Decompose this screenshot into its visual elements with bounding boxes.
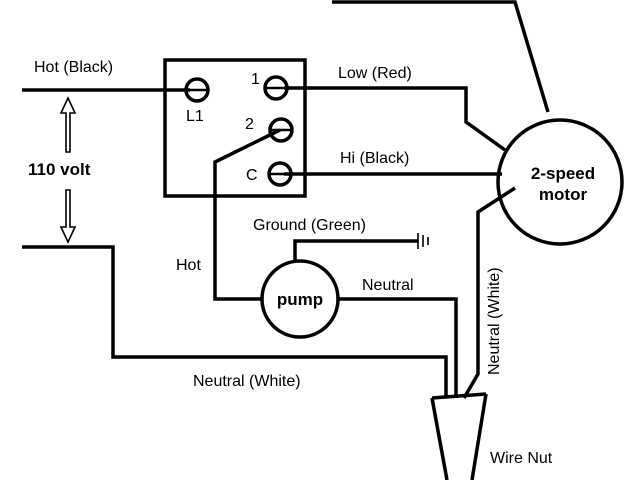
wire-neutral-white-supply xyxy=(22,245,448,398)
label-neutral: Neutral xyxy=(362,277,414,294)
label-pump: pump xyxy=(277,290,323,309)
wire-hot-to-pump xyxy=(213,128,281,301)
wire-low-red xyxy=(284,86,507,152)
wire-ground-green xyxy=(293,239,418,262)
ground-symbol xyxy=(417,233,429,249)
label-neutral-white-vertical: Neutral (White) xyxy=(486,267,503,375)
motor-label-line1: 2-speed xyxy=(531,164,595,183)
wire-top-to-motor xyxy=(332,0,550,113)
label-hot-black: Hot (Black) xyxy=(34,59,113,76)
terminal-c xyxy=(267,161,293,187)
motor-circle xyxy=(496,118,624,246)
arrow-up-icon xyxy=(59,96,77,153)
label-low-red: Low (Red) xyxy=(338,65,412,82)
label-terminal-c: C xyxy=(246,167,258,184)
label-l1: L1 xyxy=(186,108,204,125)
terminal-1 xyxy=(263,75,289,101)
label-ground-green: Ground (Green) xyxy=(253,217,366,234)
label-hot: Hot xyxy=(176,257,201,274)
label-terminal-2: 2 xyxy=(245,116,254,133)
wire-pump-neutral xyxy=(338,297,458,398)
wire-nut xyxy=(430,392,488,480)
motor-label-line2: motor xyxy=(539,185,588,204)
label-110-volt: 110 volt xyxy=(28,160,91,179)
pump-circle xyxy=(260,259,340,339)
label-terminal-1: 1 xyxy=(251,71,260,88)
label-hi-black: Hi (Black) xyxy=(340,150,409,167)
label-neutral-white-bottom: Neutral (White) xyxy=(193,373,301,390)
arrow-down-icon xyxy=(59,189,77,244)
terminal-2 xyxy=(268,117,294,143)
terminal-l1 xyxy=(184,77,210,103)
wire-motor-neutral xyxy=(462,186,516,399)
switch-box xyxy=(163,58,307,198)
label-wire-nut: Wire Nut xyxy=(490,450,553,467)
